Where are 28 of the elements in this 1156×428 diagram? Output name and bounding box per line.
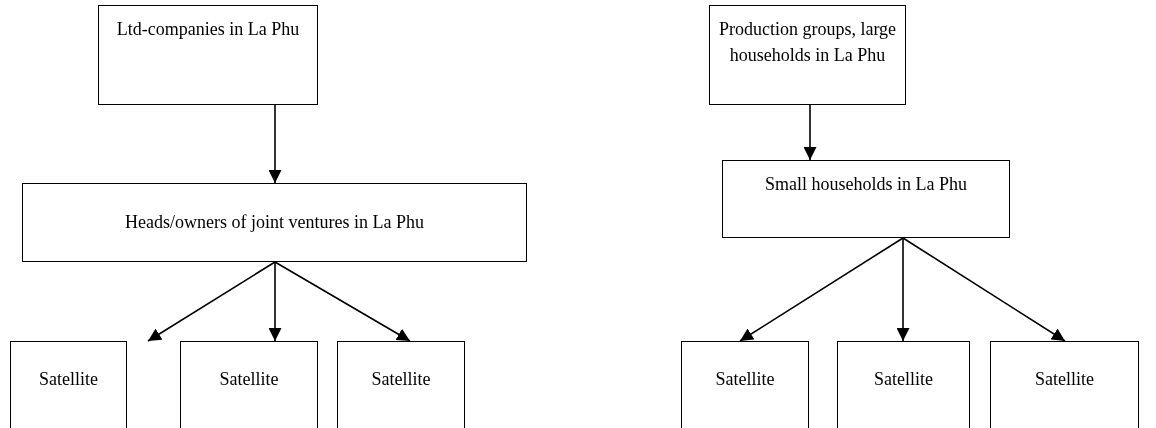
box-label: Satellite [218, 368, 280, 391]
process-box [180, 341, 318, 428]
box-label: Small households in La Phu [764, 173, 968, 196]
arrow [268, 104, 282, 184]
box-label: Ltd-companies in La Phu [115, 18, 301, 41]
box-label: Satellite [38, 368, 99, 391]
arrow [896, 237, 910, 342]
process-box [837, 341, 970, 428]
process-box [10, 341, 127, 428]
arrow [268, 261, 282, 342]
process-box [98, 5, 318, 105]
process-box [990, 341, 1139, 428]
arrow [147, 261, 276, 342]
box-label: Satellite [1034, 368, 1095, 391]
box-label: Satellite [714, 368, 776, 391]
process-box [22, 183, 527, 262]
process-box [337, 341, 465, 428]
box-label: Satellite [873, 368, 934, 391]
box-label: Production groups, large households in La Phu [717, 18, 898, 68]
box-label: Satellite [370, 368, 432, 391]
arrow [803, 104, 817, 161]
arrow [902, 237, 1066, 342]
box-label: Heads/owners of joint ventures in La Phu [124, 211, 425, 235]
arrow [739, 237, 904, 342]
process-box [681, 341, 809, 428]
process-box [709, 5, 906, 105]
process-box [722, 160, 1010, 238]
arrow [274, 261, 411, 342]
